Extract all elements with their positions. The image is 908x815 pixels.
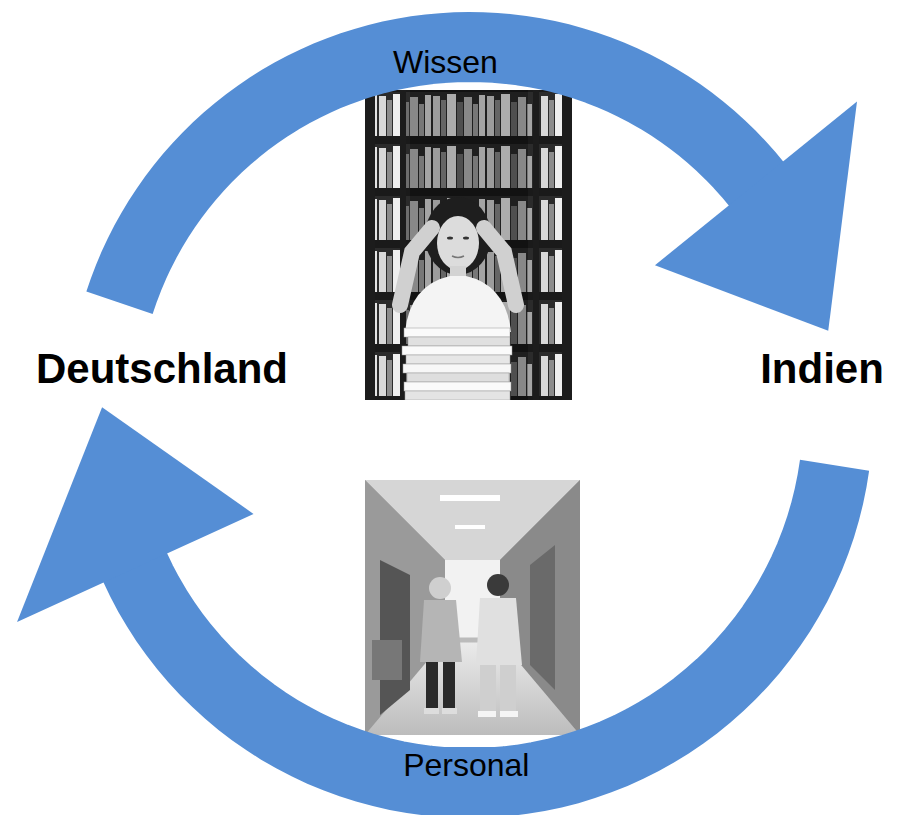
hallway-photo — [424, 708, 439, 714]
library-photo — [404, 382, 511, 391]
country-node: Deutschland — [32, 343, 292, 395]
hallway-photo — [365, 480, 580, 735]
hallway-photo — [365, 480, 580, 735]
hallway-photo — [426, 662, 438, 710]
library-photo — [403, 364, 511, 373]
flow-arrow — [17, 407, 835, 783]
country-node: Indien — [756, 343, 888, 395]
arrow-head — [655, 102, 857, 331]
library-photo — [447, 237, 453, 240]
hallway-photo — [480, 665, 496, 713]
library-photo — [562, 90, 572, 400]
hallway-photo — [442, 708, 457, 714]
hallway-photo — [429, 577, 451, 599]
hallway-photo — [500, 665, 516, 713]
library-photo — [405, 391, 510, 400]
library-photo — [365, 90, 375, 400]
flow-arrow — [120, 47, 857, 331]
country-name: Deutschland — [36, 345, 288, 393]
library-photo — [405, 276, 511, 332]
hallway-photo — [500, 711, 518, 717]
library-photo — [365, 90, 572, 400]
library-photo — [408, 337, 510, 346]
hallway-photo — [455, 525, 485, 529]
hallway-photo — [530, 545, 555, 690]
library-photo — [406, 355, 510, 364]
hallway-photo — [487, 574, 509, 596]
library-photo — [452, 256, 464, 258]
library-photo — [365, 90, 572, 400]
library-photo — [407, 373, 509, 382]
hallway-photo — [372, 640, 402, 680]
country-name: Indien — [760, 345, 884, 393]
library-photo — [404, 328, 510, 337]
library-photo — [402, 346, 512, 355]
hallway-photo — [440, 495, 500, 501]
hallway-photo — [420, 600, 462, 662]
edge-label: Personal — [397, 747, 535, 784]
hallway-photo — [478, 711, 496, 717]
arrow-head — [17, 407, 253, 622]
library-photo — [533, 90, 539, 400]
library-photo — [463, 237, 469, 240]
edge-label: Wissen — [387, 44, 504, 81]
hallway-photo — [380, 560, 410, 715]
library-photo — [437, 216, 479, 270]
hallway-photo — [476, 598, 522, 665]
hallway-photo — [443, 662, 455, 710]
